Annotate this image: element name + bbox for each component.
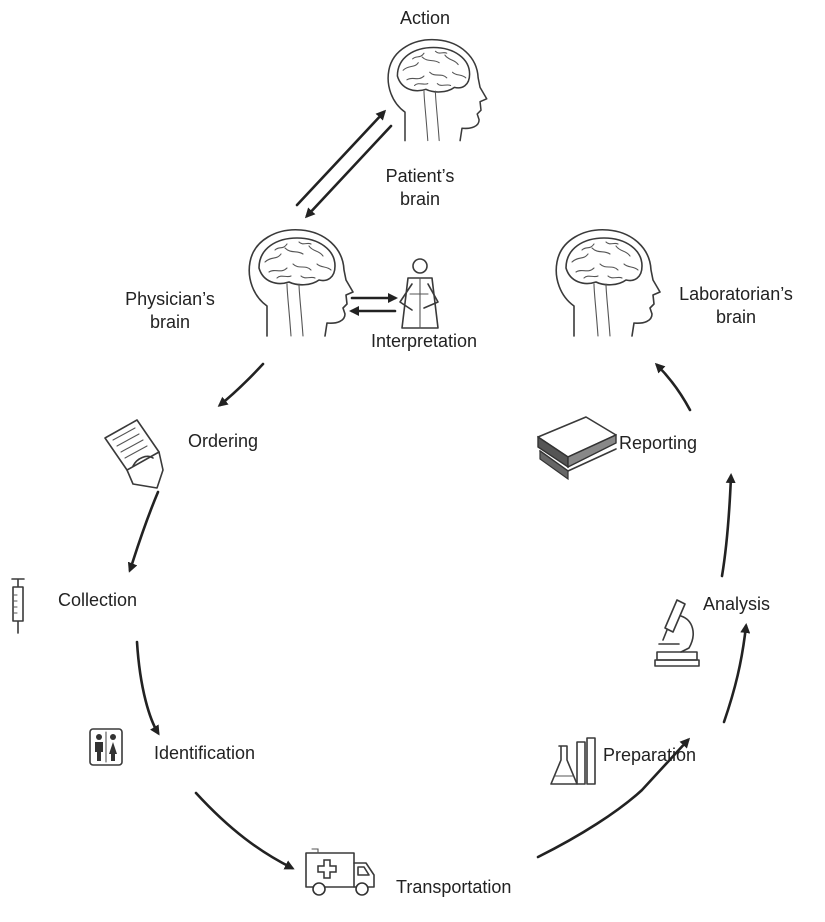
- arrow-physician-to-patient: [295, 109, 387, 207]
- order-form-icon: [104, 419, 164, 489]
- arrow-analysis-to-reporting: [720, 473, 736, 578]
- arrow-brain-to-ordering: [217, 362, 265, 407]
- physician-brain-icon: [248, 228, 354, 337]
- syringe-icon: [11, 578, 25, 634]
- analysis-label: Analysis: [703, 594, 771, 614]
- arrow-collection-to-identification: [135, 640, 160, 736]
- arrow-identification-to-transportation: [194, 791, 295, 870]
- arrow-ordering-to-collection: [127, 490, 160, 573]
- patient-brain-icon: [387, 38, 488, 142]
- physicians-brain-label-line2: brain: [149, 312, 191, 332]
- collection-label: Collection: [58, 590, 138, 610]
- arrow-patient-to-physician: [304, 124, 393, 219]
- laboratorians-brain-label-line2: brain: [715, 307, 757, 327]
- restroom-icon: [89, 728, 123, 766]
- physicians-brain-label-line1: Physician’s: [125, 289, 215, 309]
- arrow-reporting-to-laboratorian: [654, 362, 692, 412]
- identification-label: Identification: [154, 743, 256, 763]
- interpretation-label: Interpretation: [371, 331, 478, 351]
- laboratorian-brain-icon: [555, 228, 661, 337]
- transportation-label: Transportation: [396, 877, 512, 897]
- patients-brain-label-line1: Patient’s: [385, 166, 455, 186]
- arrow-transportation-to-preparation: [536, 737, 691, 859]
- report-icon: [537, 416, 617, 481]
- action-label: Action: [399, 8, 451, 28]
- laboratorians-brain-label-line1: Laboratorian’s: [679, 284, 793, 304]
- reporting-label: Reporting: [619, 433, 698, 453]
- microscope-icon: [654, 599, 700, 667]
- ordering-label: Ordering: [188, 431, 259, 451]
- arrow-preparation-to-analysis: [722, 623, 751, 724]
- ambulance-icon: [305, 848, 375, 896]
- flasks-icon: [550, 737, 596, 785]
- preparation-label: Preparation: [603, 745, 697, 765]
- patients-brain-label-line2: brain: [399, 189, 441, 209]
- physician-icon: [399, 258, 439, 329]
